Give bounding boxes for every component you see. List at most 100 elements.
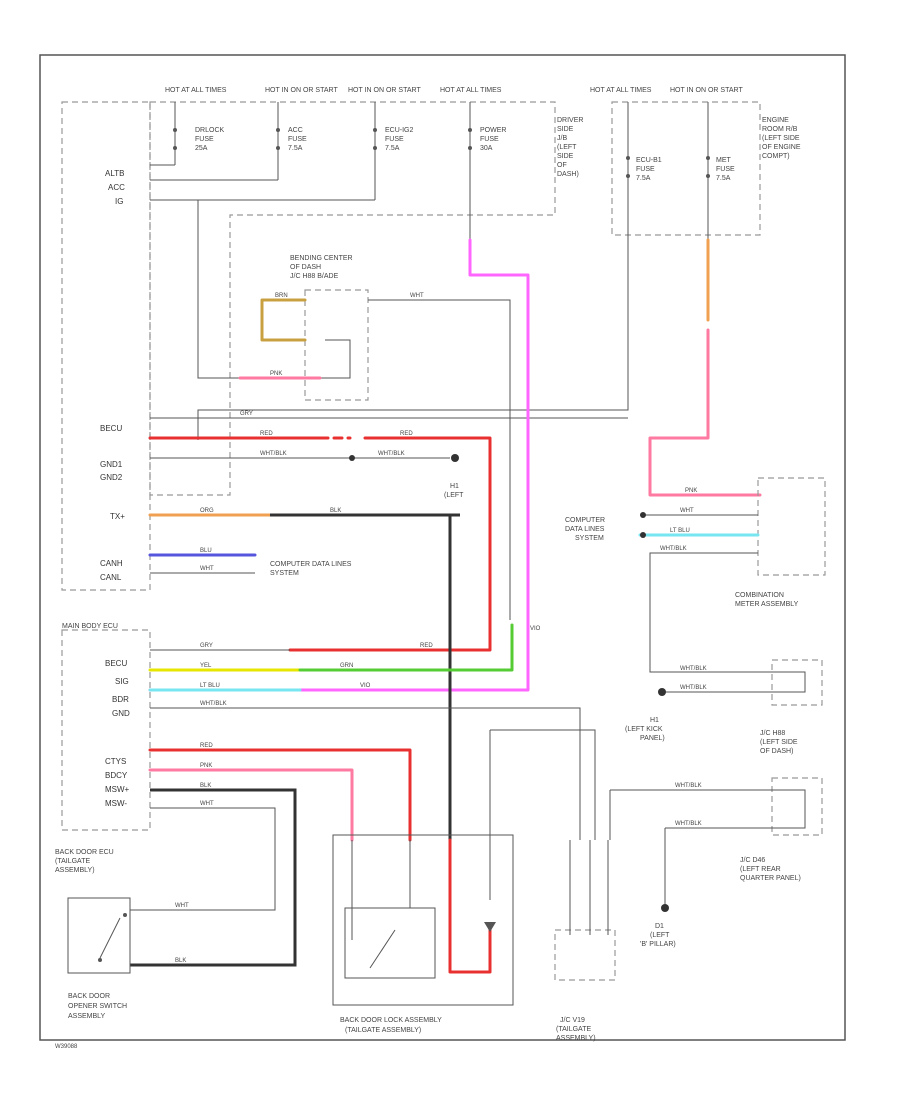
header-hot-2: HOT IN ON OR START <box>265 87 338 94</box>
svg-text:(LEFT: (LEFT <box>650 932 670 939</box>
fuse6-l1: MET <box>716 157 732 164</box>
fuse5-l1: ECU-B1 <box>636 157 662 164</box>
svg-text:WHT/BLK: WHT/BLK <box>680 685 707 691</box>
header-hot-6: HOT IN ON OR START <box>670 87 743 94</box>
svg-text:COMBINATION: COMBINATION <box>735 592 784 599</box>
brn-wire <box>260 298 307 342</box>
fuse5-l3: 7.5A <box>636 175 651 182</box>
svg-text:(LEFT SIDE: (LEFT SIDE <box>762 135 800 142</box>
svg-text:J/C H88: J/C H88 <box>760 730 785 737</box>
footer-code: W39088 <box>55 1044 78 1050</box>
svg-text:BENDING CENTER: BENDING CENTER <box>290 255 353 262</box>
svg-text:BECU: BECU <box>100 424 122 433</box>
header-hot-3: HOT IN ON OR START <box>348 87 421 94</box>
svg-text:PNK: PNK <box>685 488 697 494</box>
svg-text:IG: IG <box>115 197 123 206</box>
svg-text:GRN: GRN <box>340 663 353 669</box>
svg-text:BACK DOOR ECU: BACK DOOR ECU <box>55 849 114 856</box>
jc-h88-box <box>771 659 823 706</box>
svg-text:ALTB: ALTB <box>105 169 124 178</box>
svg-text:METER ASSEMBLY: METER ASSEMBLY <box>735 601 799 608</box>
main-body-ecu-box <box>61 629 151 831</box>
left-labels-top: ALTB ACC IG BECU GND1 GND2 TX+ CANH CANL… <box>62 169 130 808</box>
svg-text:PNK: PNK <box>200 763 212 769</box>
svg-text:RED: RED <box>260 431 273 437</box>
svg-text:GND1: GND1 <box>100 460 123 469</box>
bending-center-box <box>304 289 369 401</box>
jc-v19-label: J/C V19 (TAILGATE ASSEMBLY) <box>556 1017 596 1042</box>
svg-text:GRY: GRY <box>240 411 253 417</box>
ground-left-b-label: D1 (LEFT 'B' PILLAR) <box>640 923 676 948</box>
driver-jb-label: DRIVER SIDE J/B (LEFT SIDE OF DASH) <box>557 117 583 178</box>
fuse4-l1: POWER <box>480 127 506 134</box>
vio-wire <box>148 238 530 692</box>
fuse1-l1: DRLOCK <box>195 127 225 134</box>
fuse-labels: DRLOCK FUSE 25A ACC FUSE 7.5A ECU-IG2 FU… <box>195 127 735 182</box>
svg-text:DRIVER: DRIVER <box>557 117 583 124</box>
svg-text:ACC: ACC <box>108 183 125 192</box>
fuse2-l1: ACC <box>288 127 303 134</box>
header-hot-5: HOT AT ALL TIMES <box>590 87 652 94</box>
svg-text:RED: RED <box>400 431 413 437</box>
back-door-lock-box <box>332 834 514 1006</box>
svg-text:SYSTEM: SYSTEM <box>575 535 604 542</box>
svg-text:OF ENGINE: OF ENGINE <box>762 144 801 151</box>
combination-meter-label: COMBINATION METER ASSEMBLY <box>735 592 799 608</box>
outer-frame <box>39 54 846 1041</box>
fuse3-l3: 7.5A <box>385 145 400 152</box>
fuse1-l3: 25A <box>195 145 208 152</box>
svg-text:J/C H88 B/ADE: J/C H88 B/ADE <box>290 273 339 280</box>
svg-text:SIDE: SIDE <box>557 153 574 160</box>
svg-text:WHT/BLK: WHT/BLK <box>260 451 287 457</box>
pnk-wire-met <box>648 328 762 497</box>
svg-text:H1: H1 <box>650 717 659 724</box>
svg-text:VIO: VIO <box>360 683 371 689</box>
svg-text:(TAILGATE ASSEMBLY): (TAILGATE ASSEMBLY) <box>345 1027 421 1034</box>
svg-text:ASSEMBLY: ASSEMBLY <box>68 1013 106 1020</box>
svg-text:BLU: BLU <box>200 548 212 554</box>
fuse1-l2: FUSE <box>195 136 214 143</box>
svg-text:GRY: GRY <box>200 643 213 649</box>
fuse6-l2: FUSE <box>716 166 735 173</box>
svg-text:BLK: BLK <box>330 508 341 514</box>
svg-text:QUARTER PANEL): QUARTER PANEL) <box>740 875 801 882</box>
svg-text:BACK DOOR: BACK DOOR <box>68 993 110 1000</box>
svg-text:WHT/BLK: WHT/BLK <box>675 821 702 827</box>
svg-text:BECU: BECU <box>105 659 127 668</box>
svg-text:(LEFT: (LEFT <box>444 492 464 499</box>
fuse-symbols <box>173 128 710 178</box>
svg-text:RED: RED <box>200 743 213 749</box>
svg-text:OPENER SWITCH: OPENER SWITCH <box>68 1003 127 1010</box>
pnk-wire-lock <box>148 768 354 842</box>
svg-text:PANEL): PANEL) <box>640 735 665 742</box>
svg-text:BDCY: BDCY <box>105 771 128 780</box>
red-wire-lock <box>148 748 412 842</box>
svg-text:(LEFT REAR: (LEFT REAR <box>740 866 781 873</box>
svg-text:WHT: WHT <box>680 508 694 514</box>
svg-text:OF DASH: OF DASH <box>290 264 321 271</box>
svg-text:ORG: ORG <box>200 508 214 514</box>
svg-text:ENGINE: ENGINE <box>762 117 789 124</box>
header-labels: HOT AT ALL TIMES HOT IN ON OR START HOT … <box>165 87 743 94</box>
svg-text:BLK: BLK <box>175 958 186 964</box>
back-door-switch-box <box>67 897 131 974</box>
svg-text:VIO: VIO <box>530 626 541 632</box>
svg-text:WHT/BLK: WHT/BLK <box>680 666 707 672</box>
svg-text:'B' PILLAR): 'B' PILLAR) <box>640 941 676 948</box>
top-wires <box>150 164 629 440</box>
svg-text:ROOM R/B: ROOM R/B <box>762 126 798 133</box>
jc-v19-box <box>554 929 616 981</box>
svg-text:WHT/BLK: WHT/BLK <box>378 451 405 457</box>
svg-text:(LEFT SIDE: (LEFT SIDE <box>760 739 798 746</box>
svg-text:COMPUTER DATA LINES: COMPUTER DATA LINES <box>270 561 352 568</box>
driver-jb-box <box>149 101 556 496</box>
red-wire-actuator <box>448 838 492 974</box>
svg-text:CTYS: CTYS <box>105 757 126 766</box>
fuse4-l2: FUSE <box>480 136 499 143</box>
jc-h88-label: J/C H88 (LEFT SIDE OF DASH) <box>760 730 798 755</box>
main-body-ecu-label: MAIN BODY ECU <box>62 623 118 630</box>
svg-text:DASH): DASH) <box>557 171 579 178</box>
svg-text:WHT: WHT <box>200 801 214 807</box>
svg-text:D1: D1 <box>655 923 664 930</box>
